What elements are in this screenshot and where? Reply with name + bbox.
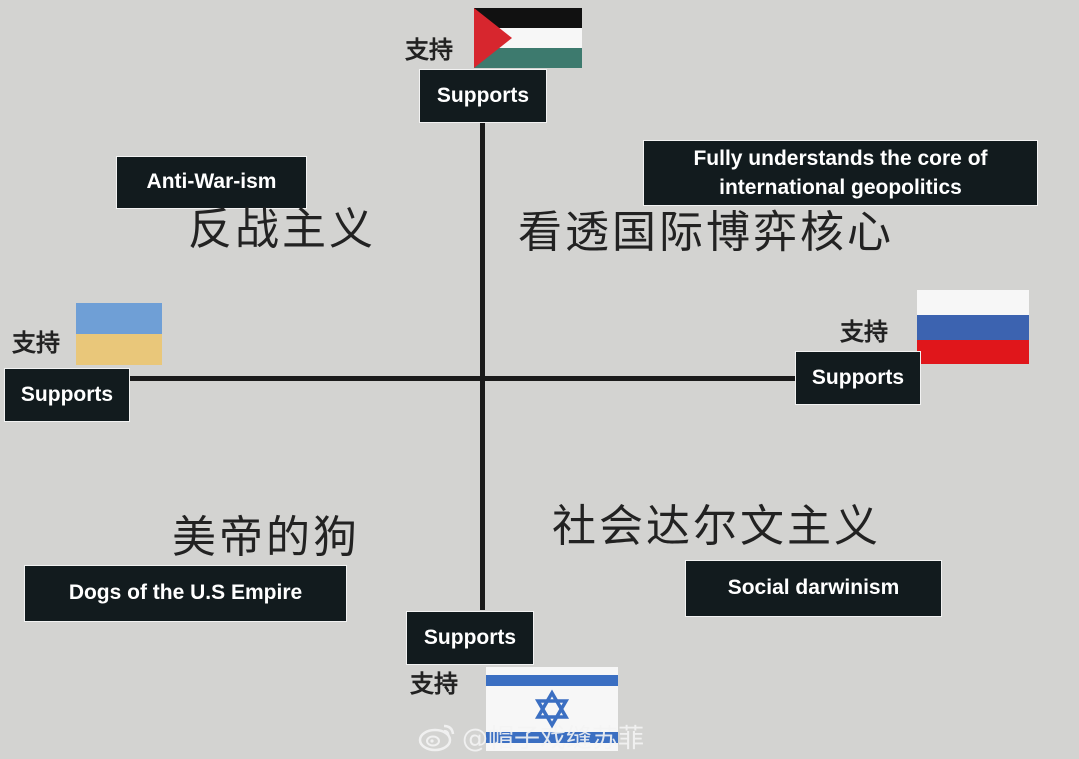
geopolitics-cn: 看透国际博弈核心: [518, 207, 894, 258]
right-supports-label: Supports: [795, 351, 921, 405]
anti-war-cn: 反战主义: [188, 204, 376, 255]
israel-flag: [486, 667, 618, 751]
social-darwinism-label: Social darwinism: [685, 560, 942, 617]
vertical-axis: [480, 120, 485, 610]
anti-war-label: Anti-War-ism: [116, 156, 307, 209]
top-supports-label: Supports: [419, 69, 547, 123]
bottom-support-cn: 支持: [410, 670, 458, 698]
watermark: @帽子戏缝苏菲: [418, 718, 644, 755]
right-support-cn: 支持: [840, 318, 888, 346]
watermark-text: @帽子戏缝苏菲: [462, 724, 645, 754]
social-darwinism-cn: 社会达尔文主义: [552, 501, 881, 552]
us-empire-cn: 美帝的狗: [172, 512, 360, 563]
left-support-cn: 支持: [12, 329, 60, 357]
bottom-supports-label: Supports: [406, 611, 534, 665]
weibo-icon: [418, 724, 455, 751]
ukraine-flag: [76, 303, 162, 365]
left-supports-label: Supports: [4, 368, 130, 422]
star-of-david-icon: [534, 689, 570, 729]
horizontal-axis: [128, 376, 798, 381]
us-empire-label: Dogs of the U.S Empire: [24, 565, 347, 622]
russia-flag: [917, 290, 1029, 364]
palestine-flag: [474, 8, 582, 68]
top-support-cn: 支持: [405, 36, 453, 64]
geopolitics-label: Fully understands the core of internatio…: [643, 140, 1038, 206]
